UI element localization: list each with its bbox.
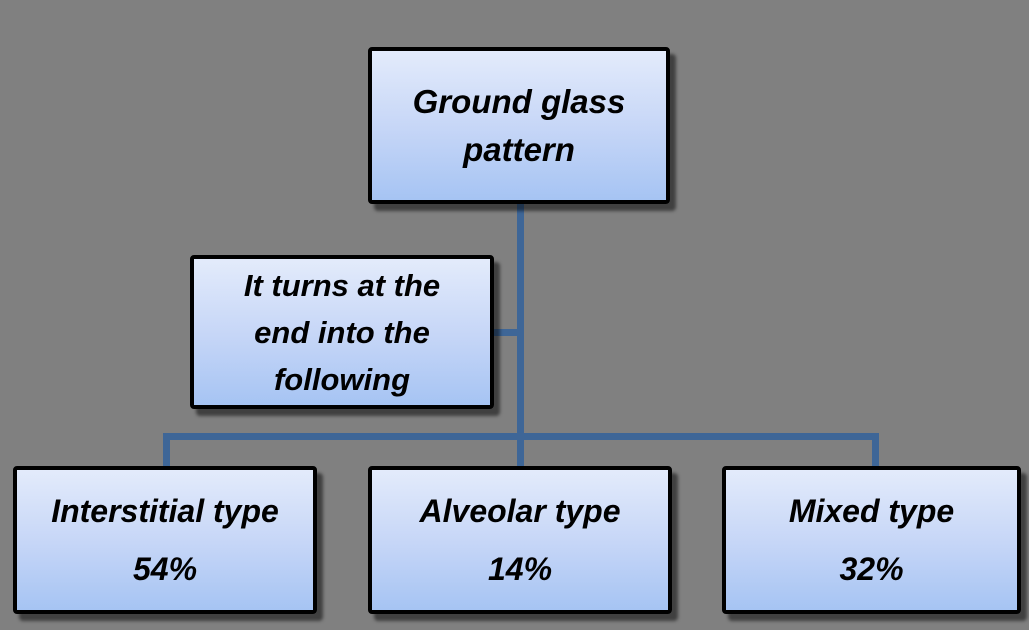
connector-stub-left	[163, 437, 170, 469]
node-label: Mixed type	[788, 493, 955, 529]
node-label: Interstitial type	[51, 493, 279, 529]
node-mixed-type: Mixed type 32%	[722, 466, 1021, 614]
node-alveolar-type: Alveolar type 14%	[368, 466, 672, 614]
node-ground-glass-pattern: Ground glass pattern	[368, 47, 670, 204]
connector-stub-right	[872, 437, 879, 469]
node-interstitial-type: Interstitial type 54%	[13, 466, 317, 614]
connector-note-stub	[490, 329, 521, 336]
node-turns-into-note: It turns at the end into the following	[190, 255, 494, 409]
node-percentage: 32%	[839, 551, 904, 587]
node-label: Alveolar type	[419, 493, 621, 529]
connector-horizontal-bar	[163, 433, 879, 440]
node-label: It turns at the end into the following	[243, 267, 441, 397]
node-label: Ground glass pattern	[412, 82, 626, 168]
node-percentage: 54%	[132, 551, 198, 587]
node-percentage: 14%	[487, 551, 553, 587]
